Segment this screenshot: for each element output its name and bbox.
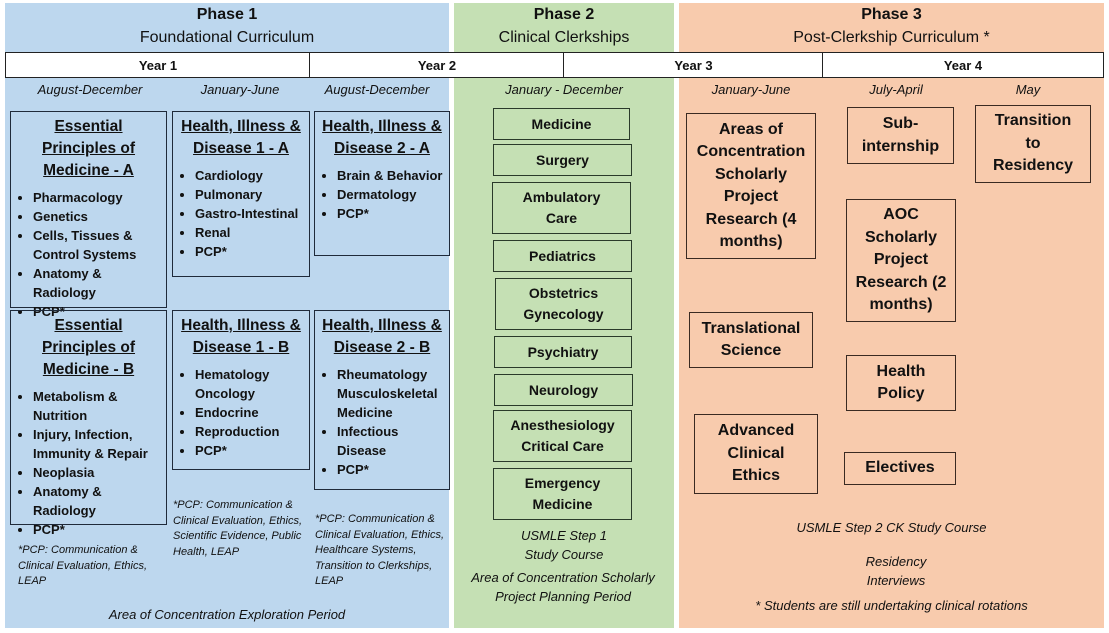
list-item: Rheumatology Musculoskeletal Medicine [337,365,443,422]
module-title: Health, Illness & Disease 1 - A [181,118,301,157]
list-item: Cells, Tissues & Control Systems [33,226,160,264]
list-item: PCP* [337,460,443,479]
period-year2-fall: August-December [324,82,430,97]
topic-list: Metabolism & Nutrition Injury, Infection… [17,387,160,539]
list-item: Neoplasia [33,463,160,482]
usmle-step2-course: USMLE Step 2 CK Study Course [796,520,987,535]
usmle-step1-course: USMLE Step 1 Study Course [521,528,607,562]
residency-interviews: Residency Interviews [865,554,927,588]
aoc-research-2-months: AOC Scholarly Project Research (2 months… [846,199,956,322]
translational-science: Translational Science [689,312,813,368]
list-item: Dermatology [337,185,443,204]
clerkship-pediatrics: Pediatrics [493,240,632,272]
topic-list: Cardiology Pulmonary Gastro-Intestinal R… [179,166,303,261]
year-4: Year 4 [822,52,1104,78]
period-year1-spring: January-June [200,82,280,97]
year-2: Year 2 [309,52,565,78]
topic-list: Pharmacology Genetics Cells, Tissues & C… [17,188,160,321]
phase1-background [5,3,449,628]
clerkship-surgery: Surgery [493,144,632,176]
period-year4-fall: July-April [869,82,923,97]
electives: Electives [844,452,956,485]
aoc-research-4-months: Areas of Concentration Scholarly Project… [686,113,816,259]
advanced-clinical-ethics: Advanced Clinical Ethics [694,414,818,494]
list-item: Reproduction [195,422,303,441]
list-item: PCP* [195,242,303,261]
phase1-footer: Area of Concentration Exploration Period [108,607,346,622]
module-epm-a: Essential Principles of Medicine - A Pha… [10,111,167,319]
topic-list: Hematology Oncology Endocrine Reproducti… [179,365,303,460]
pcp-note-year1-fall: *PCP: Communication & Clinical Evaluatio… [18,544,148,587]
phase3-subtitle: Post-Clerkship Curriculum * [793,29,990,46]
clerkship-obgyn: Obstetrics Gynecology [495,278,632,330]
list-item: PCP* [337,204,443,223]
phase1-subtitle: Foundational Curriculum [139,29,315,46]
list-item: Infectious Disease [337,422,443,460]
list-item: Genetics [33,207,160,226]
transition-to-residency: Transition to Residency [975,105,1091,183]
year-3: Year 3 [563,52,824,78]
period-year3-spring: January-June [711,82,791,97]
clerkship-medicine: Medicine [493,108,630,140]
list-item: Endocrine [195,403,303,422]
topic-list: Brain & Behavior Dermatology PCP* [321,166,443,223]
year-1: Year 1 [5,52,311,78]
module-title: Health, Illness & Disease 1 - B [181,317,301,356]
list-item: Pharmacology [33,188,160,207]
phase2-subtitle: Clinical Clerkships [498,29,630,46]
list-item: Cardiology [195,166,303,185]
phase3-title: Phase 3 [861,6,922,23]
clerkship-ambulatory-care: Ambulatory Care [492,182,631,234]
list-item: PCP* [195,441,303,460]
list-item: Anatomy & Radiology [33,482,160,520]
period-year2-clerkships: January - December [505,82,623,97]
pcp-note-year2-fall: *PCP: Communication & Clinical Evaluatio… [315,513,445,587]
clerkship-neurology: Neurology [494,374,633,406]
health-policy: Health Policy [846,355,956,411]
sub-internship: Sub-internship [847,107,954,164]
module-hid1-b: Health, Illness & Disease 1 - B Hematolo… [172,310,310,470]
clerkship-psychiatry: Psychiatry [494,336,632,368]
module-title: Essential Principles of Medicine - A [41,118,136,179]
module-title: Essential Principles of Medicine - B [41,317,136,378]
module-hid2-b: Health, Illness & Disease 2 - B Rheumato… [314,310,450,490]
module-epm-b: Essential Principles of Medicine - B Met… [10,310,167,537]
period-year4-may: May [1015,82,1041,97]
pcp-note-year1-spring: *PCP: Communication & Clinical Evaluatio… [173,499,303,558]
list-item: Metabolism & Nutrition [33,387,160,425]
list-item: Anatomy & Radiology [33,264,160,302]
topic-list: Rheumatology Musculoskeletal Medicine In… [321,365,443,479]
clerkship-anesthesiology: Anesthesiology Critical Care [493,410,632,462]
module-hid2-a: Health, Illness & Disease 2 - A Brain & … [314,111,450,256]
list-item: Renal [195,223,303,242]
list-item: Gastro-Intestinal [195,204,303,223]
list-item: PCP* [33,302,160,321]
list-item: Hematology Oncology [195,365,303,403]
module-hid1-a: Health, Illness & Disease 1 - A Cardiolo… [172,111,310,277]
module-title: Health, Illness & Disease 2 - B [322,317,442,356]
phase3-footnote: * Students are still undertaking clinica… [755,598,1028,613]
list-item: Brain & Behavior [337,166,443,185]
clerkship-emergency-medicine: Emergency Medicine [493,468,632,520]
list-item: Injury, Infection, Immunity & Repair [33,425,160,463]
phase2-title: Phase 2 [533,6,595,23]
aoc-planning-period: Area of Concentration Scholarly Project … [471,570,655,604]
list-item: Pulmonary [195,185,303,204]
phase2-background [454,3,674,628]
period-year1-fall: August-December [37,82,143,97]
list-item: PCP* [33,520,160,539]
module-title: Health, Illness & Disease 2 - A [322,118,442,157]
phase1-title: Phase 1 [196,6,258,23]
